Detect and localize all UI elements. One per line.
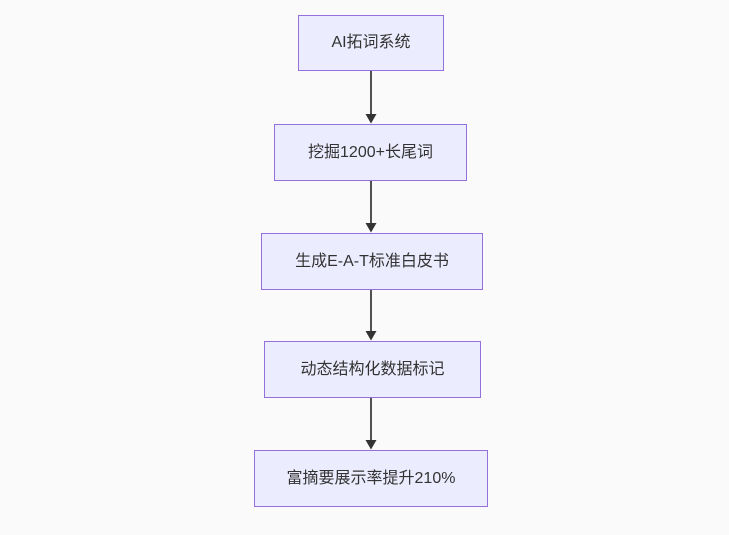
flow-node-label: AI拓词系统 [331,34,411,51]
flow-node-rich-snippet-result: 富摘要展示率提升210% [254,450,488,507]
flow-node-label: 挖掘1200+长尾词 [308,143,433,161]
flow-node-longtail-mining: 挖掘1200+长尾词 [274,124,467,181]
edge-node3-node4 [365,290,377,341]
flow-node-label: 富摘要展示率提升210% [286,469,456,487]
flow-node-structured-data-markup: 动态结构化数据标记 [264,341,481,398]
flow-node-ai-keyword-system: AI拓词系统 [298,15,444,71]
edge-node4-node5 [365,398,377,450]
flow-node-label: 动态结构化数据标记 [300,360,445,378]
edge-node2-node3 [365,181,377,233]
arrowhead-down-icon [365,223,377,233]
arrowhead-down-icon [365,440,377,450]
flow-node-label: 生成E-A-T标准白皮书 [295,252,449,270]
edge-node1-node2 [365,71,377,124]
flow-node-eat-whitepaper: 生成E-A-T标准白皮书 [261,233,483,290]
arrowhead-down-icon [365,331,377,341]
arrowhead-down-icon [365,114,377,124]
